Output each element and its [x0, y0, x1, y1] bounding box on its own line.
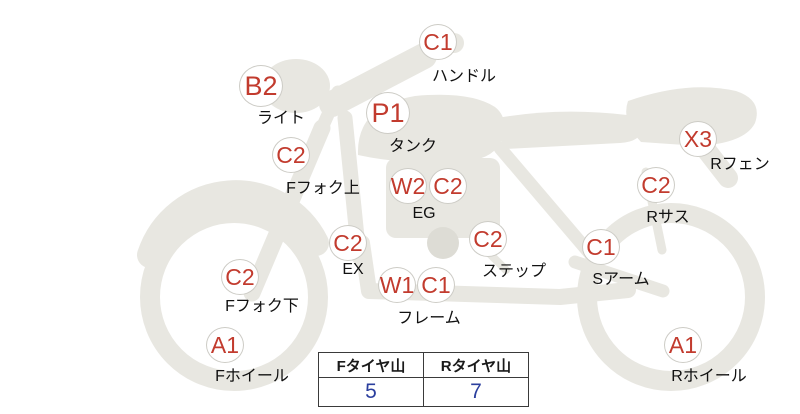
- grade-badge-rsus: C2: [637, 167, 675, 203]
- grade-badge-ffork-upper: C2: [272, 137, 310, 173]
- grade-badge-engine-2: C2: [429, 168, 467, 204]
- part-label-rwheel: Rホイール: [671, 368, 747, 385]
- front-tire-tread-value: 5: [318, 377, 424, 407]
- grade-badge-exhaust: C2: [329, 225, 367, 261]
- grade-badge-swingarm: C1: [582, 229, 620, 265]
- front-tire-tread-header: Fタイヤ山: [318, 352, 424, 378]
- part-label-ffork-lower: Fフォク下: [225, 298, 299, 315]
- part-label-engine: EG: [412, 205, 436, 222]
- grade-badge-rfender: X3: [679, 121, 717, 157]
- grade-badge-fwheel: A1: [206, 327, 244, 363]
- grade-badge-step: C2: [469, 221, 507, 257]
- grade-badge-engine-1: W2: [389, 168, 427, 204]
- part-label-rfender: Rフェン: [710, 156, 770, 173]
- grade-badge-handlebar: C1: [419, 24, 457, 60]
- grade-badge-ffork-lower: C2: [221, 259, 259, 295]
- grade-badge-frame-2: C1: [417, 267, 455, 303]
- rear-tire-tread-header: Rタイヤ山: [423, 352, 529, 378]
- part-label-light: ライト: [256, 110, 306, 127]
- part-label-frame: フレーム: [397, 310, 461, 327]
- part-label-exhaust: EX: [342, 261, 364, 278]
- part-label-tank: タンク: [388, 138, 438, 155]
- part-label-ffork-upper: Fフォク上: [286, 180, 360, 197]
- grade-badge-frame-1: W1: [378, 267, 416, 303]
- part-label-step: ステップ: [481, 263, 547, 280]
- rear-tire-tread-value: 7: [423, 377, 529, 407]
- grade-badge-tank: P1: [366, 92, 410, 134]
- part-label-handlebar: ハンドル: [431, 68, 497, 85]
- part-label-swingarm: Sアーム: [592, 271, 650, 288]
- tire-tread-table: Fタイヤ山 Rタイヤ山 5 7: [318, 352, 529, 407]
- part-label-rsus: Rサス: [646, 209, 690, 226]
- grade-badge-rwheel: A1: [664, 327, 702, 363]
- grade-badge-light: B2: [239, 65, 283, 107]
- part-label-fwheel: Fホイール: [215, 368, 289, 385]
